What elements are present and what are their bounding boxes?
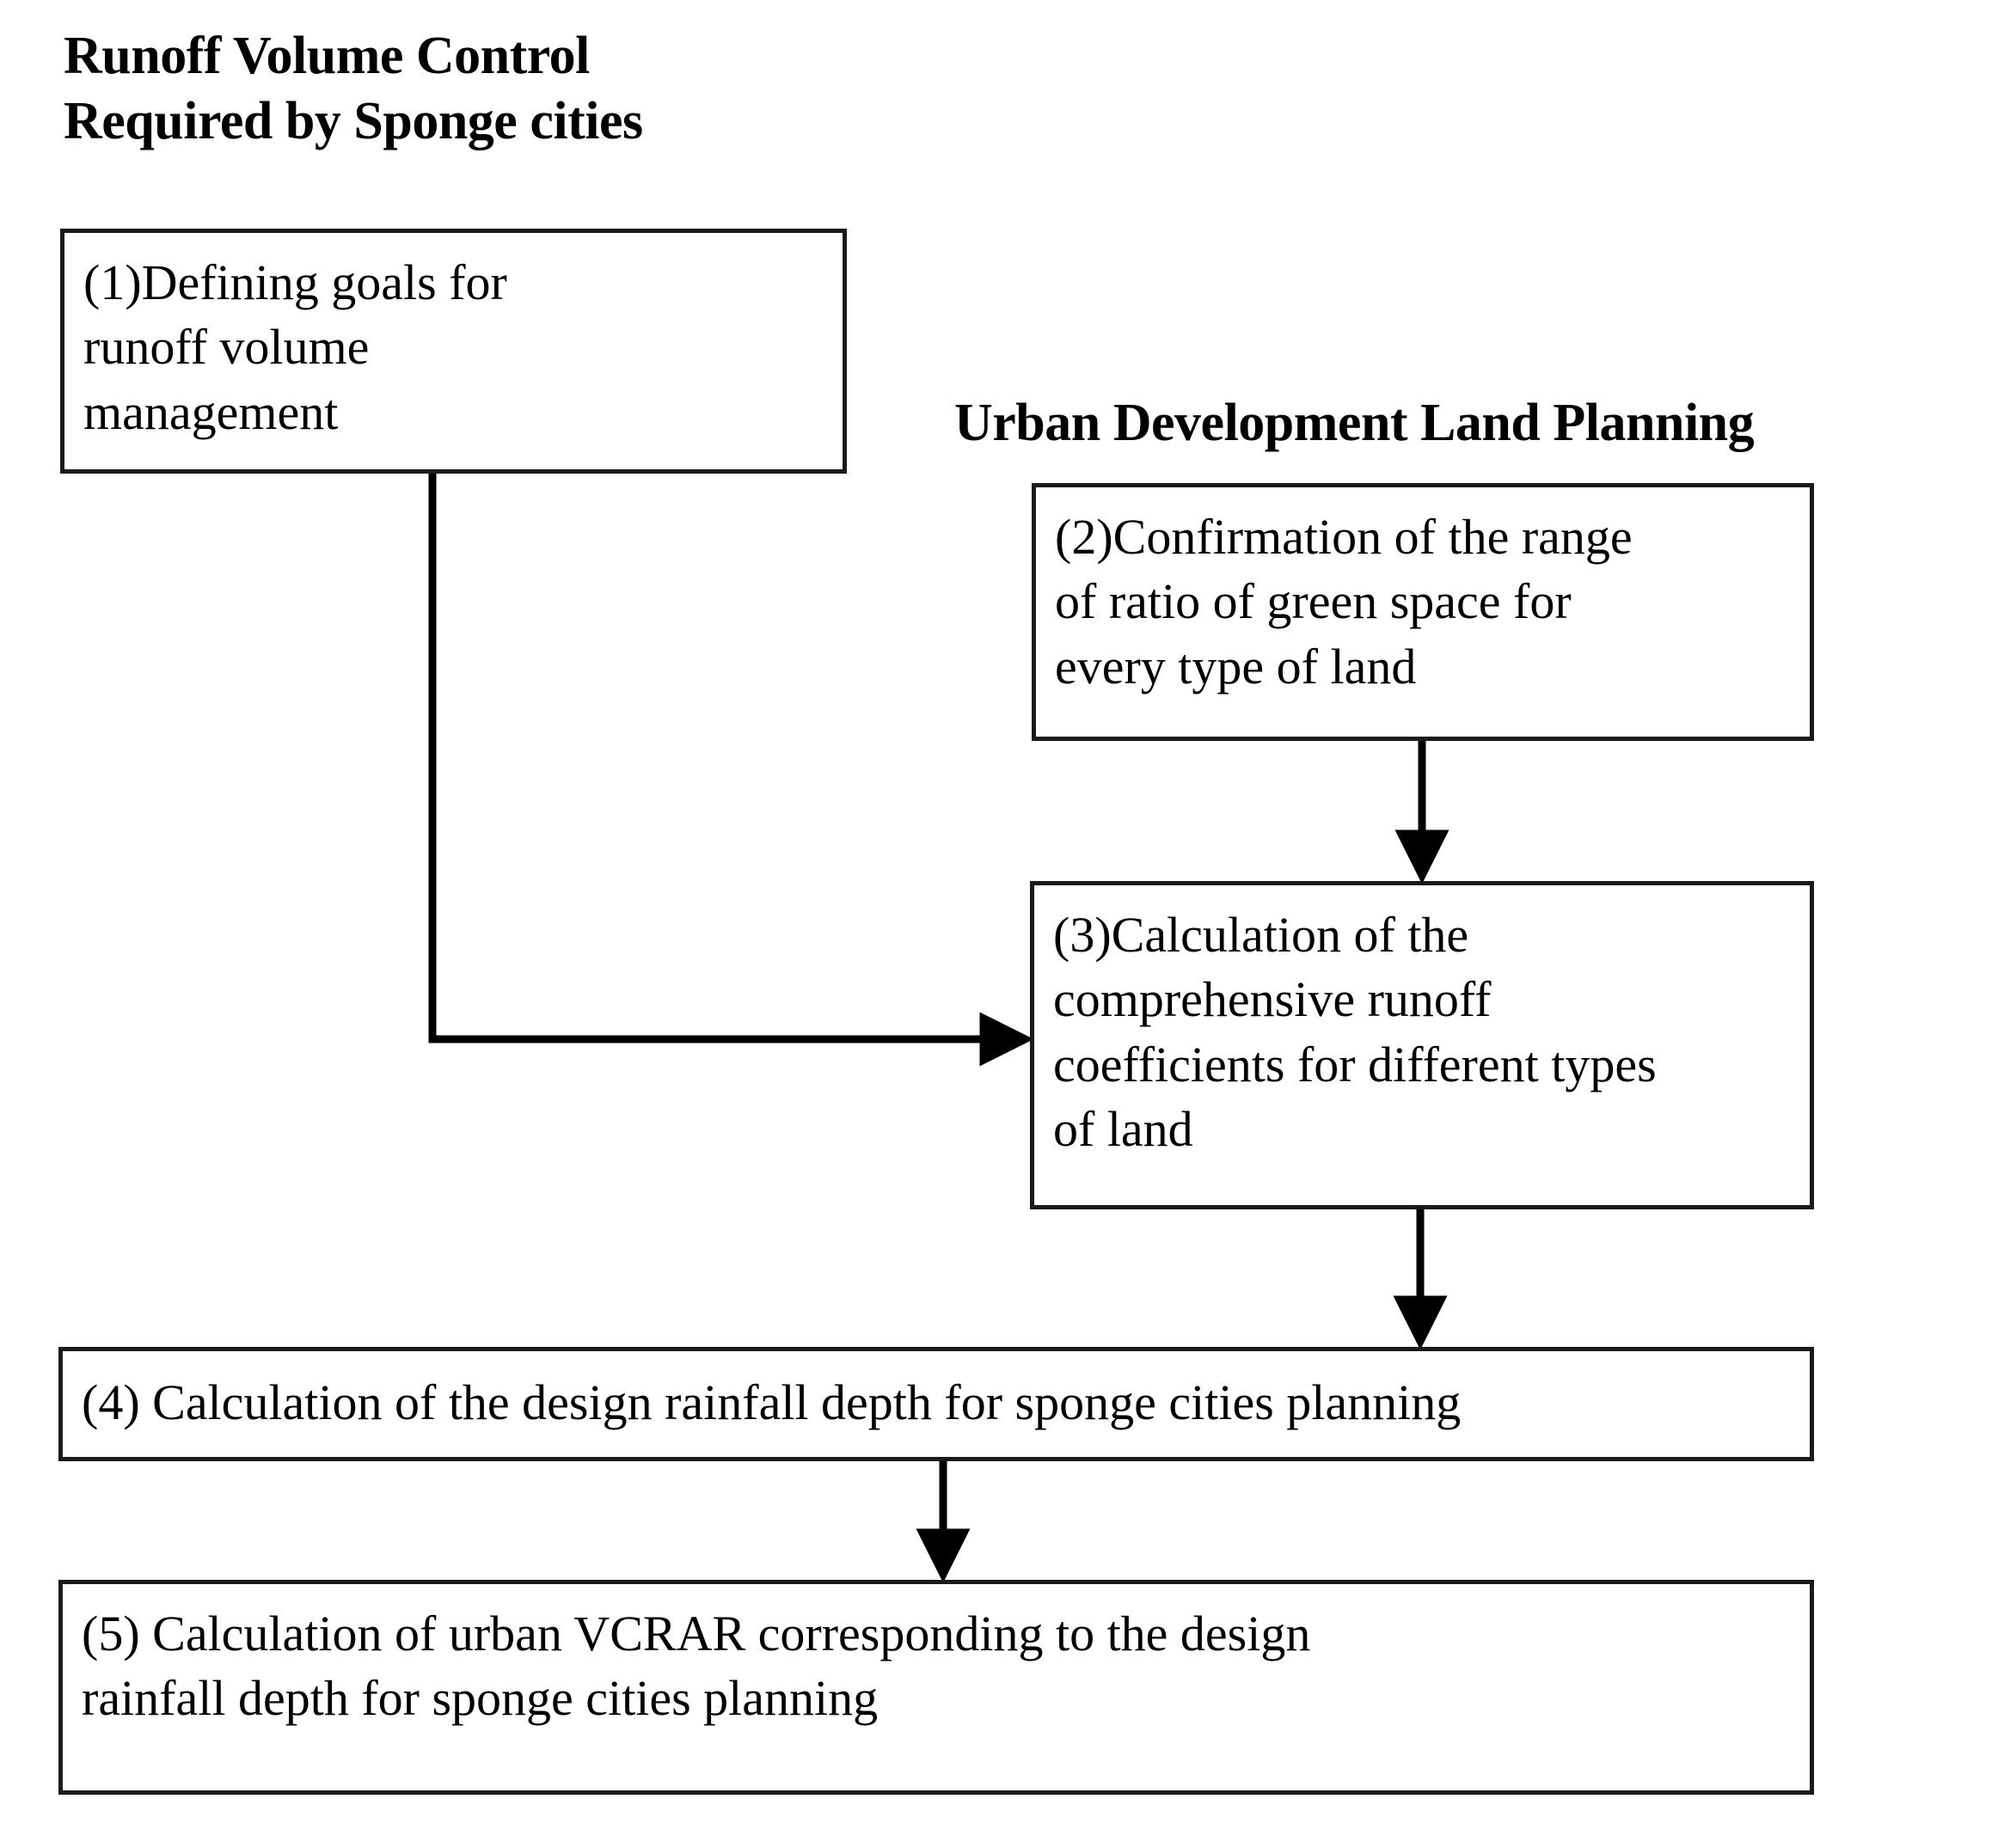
process-box-2-label: (2)Confirmation of the range of ratio of… [1055,509,1633,695]
process-box-1-label: (1)Defining goals for runoff volume mana… [83,254,507,440]
process-box-5[interactable]: (5) Calculation of urban VCRAR correspon… [58,1580,1814,1795]
heading-urban-development-land-planning: Urban Development Land Planning [954,394,1755,452]
process-box-5-label: (5) Calculation of urban VCRAR correspon… [82,1606,1311,1727]
process-box-3[interactable]: (3)Calculation of the comprehensive runo… [1030,881,1814,1209]
heading-runoff-volume-control: Runoff Volume Control Required by Sponge… [64,27,643,150]
process-box-1[interactable]: (1)Defining goals for runoff volume mana… [60,229,847,474]
process-box-2[interactable]: (2)Confirmation of the range of ratio of… [1032,483,1814,741]
edge-node1-to-node3 [428,474,1034,1067]
process-box-3-label: (3)Calculation of the comprehensive runo… [1053,907,1657,1158]
process-box-4[interactable]: (4) Calculation of the design rainfall d… [58,1347,1814,1461]
process-box-4-label: (4) Calculation of the design rainfall d… [82,1374,1462,1430]
